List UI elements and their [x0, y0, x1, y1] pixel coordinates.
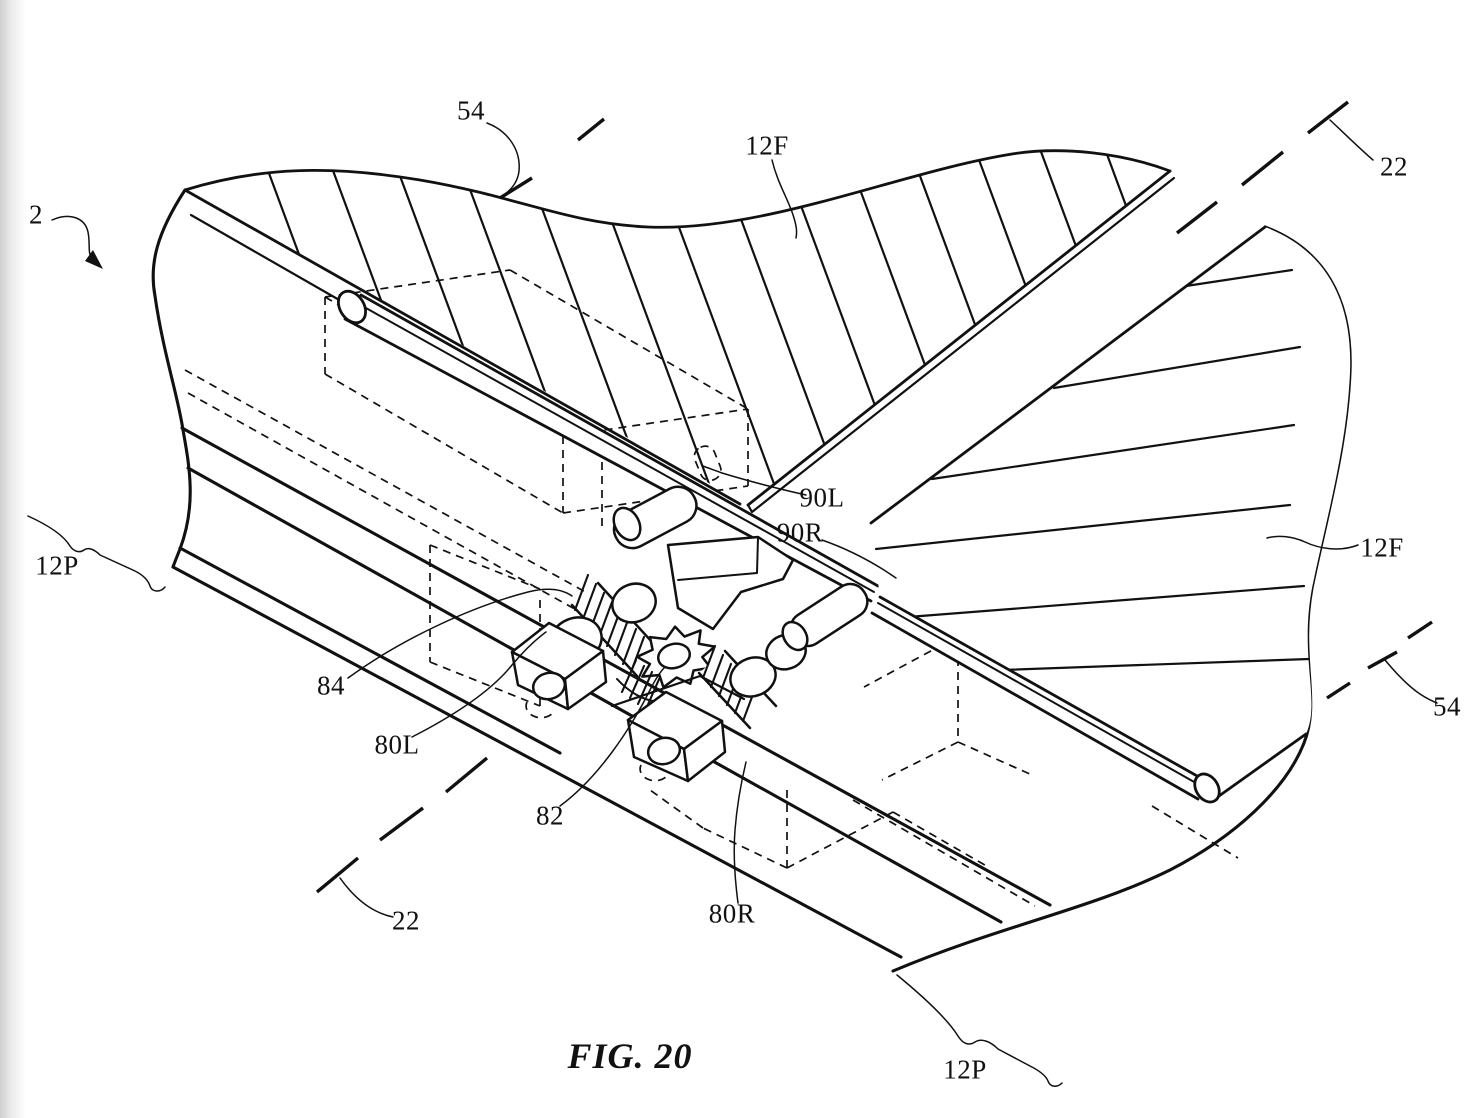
section-line-54-right — [1326, 620, 1433, 700]
center-gear-82 — [616, 618, 722, 711]
ref-label-22-bottom: 22 — [392, 905, 420, 936]
leader-54-top — [486, 122, 520, 195]
hinge-axis-22-bottom — [315, 756, 489, 894]
page-edge-shading — [0, 0, 26, 1118]
ref-label-12P-left: 12P — [35, 550, 79, 581]
leader-80L — [411, 631, 547, 738]
leader-22-bottom — [339, 877, 394, 918]
figure-caption: FIG. 20 — [567, 1036, 693, 1076]
roller-84-upper — [611, 582, 657, 624]
rod-end-cap-left — [337, 289, 367, 325]
leader-lines — [27, 119, 1438, 1087]
ref-label-82: 82 — [536, 800, 564, 831]
hinge-axis-22-top — [1175, 100, 1350, 235]
ref-label-12F-right: 12F — [1360, 532, 1404, 563]
upper-link-capsule — [612, 485, 698, 550]
rod-end-cap-right — [1193, 772, 1221, 804]
section-line-54-top — [499, 117, 606, 200]
hidden-slot-90L — [693, 445, 722, 482]
ref-label-90R: 90R — [776, 517, 824, 548]
ref-label-22-top: 22 — [1380, 151, 1408, 182]
block-hole-right — [646, 736, 682, 766]
left-flap-rod — [337, 289, 880, 603]
right-flap-rod — [870, 595, 1221, 804]
leader-22-top — [1329, 119, 1374, 161]
gear-center-hole — [656, 642, 692, 670]
ref-label-12P-bottom: 12P — [943, 1054, 987, 1085]
leader-12F-top — [771, 159, 798, 239]
ref-label-12F-top: 12F — [745, 130, 789, 161]
right-bearing-block — [610, 674, 746, 783]
ref-label-54-top: 54 — [457, 95, 485, 126]
leader-54-right — [1384, 659, 1438, 704]
leader-12F-right — [1266, 535, 1359, 550]
leader-82 — [559, 666, 666, 807]
leader-12P-left — [27, 515, 166, 592]
ref-label-90L: 90L — [799, 482, 845, 513]
flexible-panel-right — [869, 225, 1351, 804]
panel-right-hatching — [874, 268, 1311, 672]
axis-and-section-lines — [315, 100, 1433, 894]
leader-90R — [821, 539, 897, 579]
ref-label-80R: 80R — [708, 898, 756, 929]
ref-label-80L: 80L — [374, 729, 420, 760]
leader-80R — [733, 761, 747, 904]
center-bracket-plate — [666, 535, 795, 631]
left-bearing-block — [510, 621, 608, 711]
right-link-capsule — [781, 582, 869, 652]
block-hole-left — [531, 671, 567, 701]
ref-label-54-right: 54 — [1433, 691, 1461, 722]
leader-12P-bottom — [896, 974, 1063, 1087]
leader-90L — [702, 465, 807, 496]
arrowhead-2 — [85, 250, 103, 269]
leader-84 — [347, 588, 573, 679]
roller-right-a — [729, 656, 777, 698]
leader-2 — [51, 215, 96, 263]
ref-label-2: 2 — [29, 199, 43, 230]
hinge-mechanism — [510, 485, 869, 783]
ref-label-84: 84 — [317, 670, 345, 701]
